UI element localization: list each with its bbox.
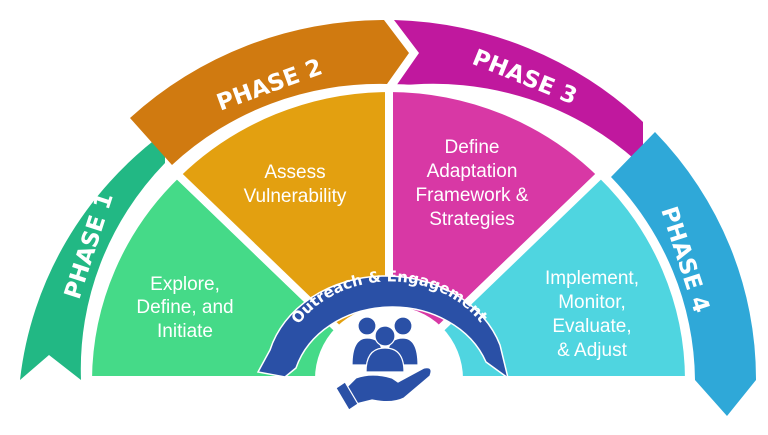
phase3-wedge (385, 84, 605, 334)
phase4-text-line: Evaluate, (552, 316, 631, 337)
phase3-text-line: Framework & (416, 185, 529, 206)
phase4-text-line: Monitor, (558, 292, 626, 313)
community-hand-icon (335, 316, 432, 411)
phase3-text-line: Adaptation (427, 161, 518, 182)
phase3-text-line: Define (445, 137, 500, 158)
phase1-wedge (84, 170, 343, 384)
phase3-text-line: Strategies (429, 209, 515, 230)
phase4-text-line: Implement, (545, 268, 639, 289)
phase4-wedge (435, 170, 693, 384)
phase1-band (20, 132, 165, 380)
phase2-band (130, 20, 409, 165)
phase1-text-line: Explore, (150, 274, 220, 295)
phase2-text-line: Vulnerability (244, 186, 347, 207)
phase4-text-line: & Adjust (557, 340, 627, 361)
phase4-band (611, 132, 757, 416)
phase1-text-line: Define, and (136, 297, 233, 318)
phase3-band (394, 20, 643, 167)
phase2-text-line: Assess (264, 162, 325, 183)
phase1-text-line: Initiate (157, 321, 213, 342)
phase2-wedge (173, 84, 393, 334)
